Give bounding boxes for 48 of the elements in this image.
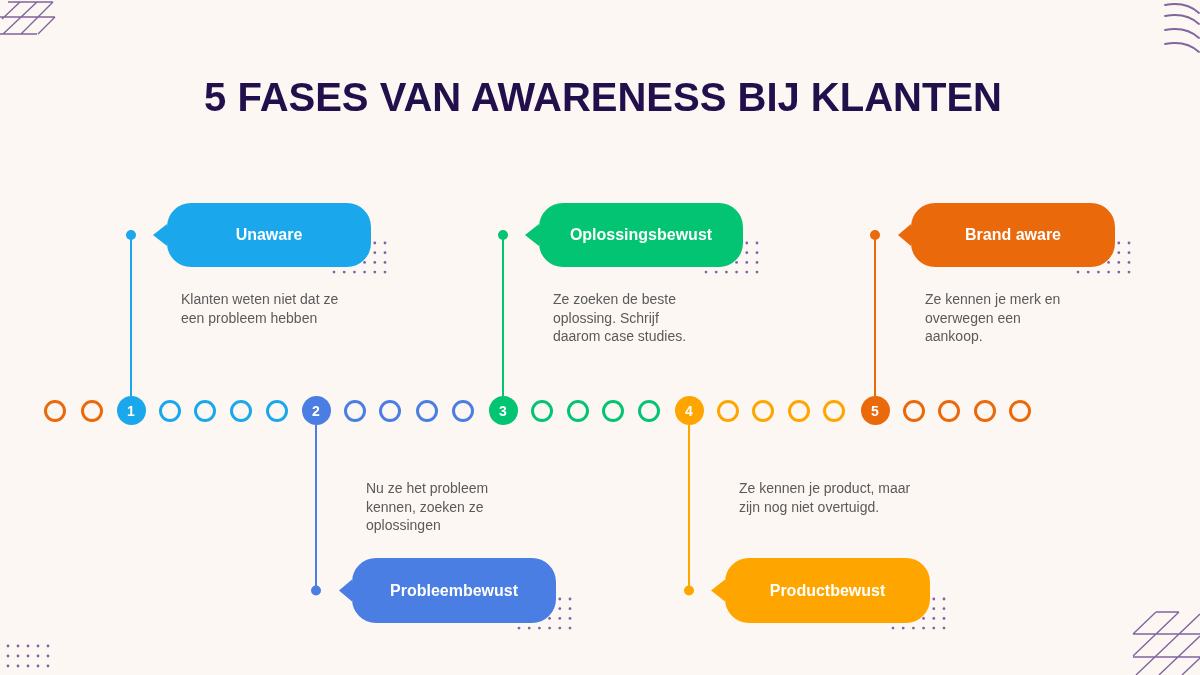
timeline-ring <box>567 399 589 422</box>
timeline-ring <box>974 399 996 422</box>
timeline-ring <box>788 399 810 422</box>
step-number-circle: 1 <box>116 396 146 425</box>
timeline-ring <box>379 399 401 422</box>
timeline-ring <box>416 399 438 422</box>
connector-line <box>126 230 136 397</box>
speech-bubble <box>339 558 556 623</box>
timeline-ring <box>194 399 216 422</box>
timeline-ring <box>531 399 553 422</box>
step-number-circle: 4 <box>674 396 704 425</box>
timeline-ring <box>452 399 474 422</box>
connector-line <box>311 424 321 596</box>
timeline-ring <box>638 399 660 422</box>
speech-bubble <box>898 203 1115 267</box>
description-text: Nu ze het probleem kennen, zoeken ze oplossingen <box>366 479 490 535</box>
bubble-title: Brand aware <box>964 225 1061 245</box>
timeline-ring <box>823 399 845 422</box>
title: 5 FASES VAN AWARENESS BIJ KLANTEN <box>204 74 1002 120</box>
timeline-ring <box>1009 399 1031 422</box>
timeline-ring <box>44 399 66 422</box>
bubble-title: Oplossingsbewust <box>569 225 713 245</box>
speech-bubble <box>525 203 743 267</box>
timeline-ring <box>717 399 739 422</box>
speech-bubble <box>153 203 371 267</box>
bubble-title: Unaware <box>235 225 303 245</box>
timeline-ring <box>266 399 288 422</box>
description-text: Ze kennen je merk en overwegen een aankoop. <box>925 290 1062 346</box>
connector-line <box>498 230 508 397</box>
timeline-ring <box>344 399 366 422</box>
timeline-ring <box>159 399 181 422</box>
speech-bubble <box>711 558 930 623</box>
timeline-ring <box>602 399 624 422</box>
description-text: Klanten weten niet dat ze een probleem hebben <box>181 290 340 327</box>
bubble-title: Probleembewust <box>390 580 518 601</box>
connector-line <box>684 424 694 596</box>
timeline-ring <box>752 399 774 422</box>
description-text: Ze zoeken de beste oplossing. Schrijf daarom case studies. <box>553 290 688 346</box>
timeline-ring <box>230 399 252 422</box>
bubble-title: Productbewust <box>769 580 886 601</box>
timeline-ring <box>903 399 925 422</box>
timeline-ring <box>938 399 960 422</box>
timeline-ring <box>81 399 103 422</box>
step-number-circle: 2 <box>301 396 331 425</box>
description-text: Ze kennen je product, maar zijn nog niet overtuigd. <box>739 479 912 516</box>
step-number-circle: 5 <box>860 396 890 425</box>
connector-line <box>870 230 880 397</box>
step-number-circle: 3 <box>488 396 518 425</box>
